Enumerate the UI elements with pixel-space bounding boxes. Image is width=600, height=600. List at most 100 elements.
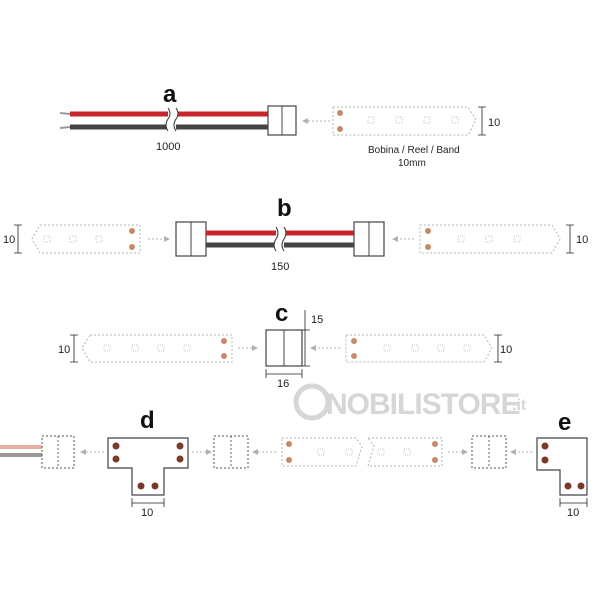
row-b: b 10 150 10 [3, 195, 588, 273]
dim-d-width-line [131, 498, 165, 507]
dim-d-width: 10 [141, 507, 153, 519]
dim-b-right-strip-width: 10 [576, 234, 588, 246]
led-d-4 [403, 448, 411, 456]
arrow-b-right-head [392, 236, 398, 242]
arrow-c-left-head [252, 345, 258, 351]
arrow-b-left-head [164, 236, 170, 242]
label-c: c [275, 300, 288, 327]
pad-c-r1 [351, 338, 357, 344]
arrow-d4-head [462, 449, 468, 455]
led-d-1 [317, 448, 325, 456]
break-mark-b [273, 226, 287, 252]
dim-e-width: 10 [567, 507, 579, 519]
pad-c-l2 [221, 353, 227, 359]
led-d-3 [377, 448, 385, 456]
caption-reel-line1: Bobina / Reel / Band [368, 145, 460, 156]
dim-b-cable-length: 150 [271, 261, 289, 273]
dim-e-width-line [559, 498, 588, 507]
pad-a-2 [337, 126, 343, 132]
dim-c-height: 15 [311, 314, 323, 326]
led-c-r3 [437, 344, 445, 352]
led-b-l3 [95, 235, 103, 243]
dim-b-left-strip-width: 10 [3, 234, 15, 246]
dim-c-width-line [265, 369, 303, 378]
led-b-r1 [457, 235, 465, 243]
pad-c-l1 [221, 338, 227, 344]
watermark-logo-icon [293, 383, 331, 421]
strip-b-right [419, 224, 561, 254]
led-b-r3 [513, 235, 521, 243]
watermark-suffix: .it [512, 397, 527, 414]
connector-l [536, 437, 588, 496]
dim-c-right-line [494, 334, 502, 363]
pad-d-2 [286, 457, 292, 463]
wire-tips-a [59, 112, 71, 129]
pad-b-r2 [425, 244, 431, 250]
strip-c-right [345, 334, 493, 363]
pad-d-3 [432, 441, 438, 447]
pad-a-1 [337, 110, 343, 116]
connector-t [107, 437, 189, 496]
dim-c-height-line [302, 310, 310, 367]
led-a-3 [423, 116, 431, 124]
caption-reel-line2: 10mm [398, 158, 426, 169]
dim-c-left-strip-width: 10 [58, 344, 70, 356]
arrow-c-right-head [310, 345, 316, 351]
strip-d-left [281, 437, 363, 467]
pad-l-3 [564, 482, 572, 490]
led-c-l3 [157, 344, 165, 352]
dim-c-width: 16 [277, 378, 289, 390]
arrow-d3-head [252, 449, 258, 455]
dim-c-left-line [70, 334, 78, 363]
pad-d-1 [286, 441, 292, 447]
dim-b-left-line [14, 224, 22, 254]
led-c-l2 [131, 344, 139, 352]
led-a-4 [451, 116, 459, 124]
strip-d-right [367, 437, 443, 467]
led-c-r2 [411, 344, 419, 352]
led-c-r4 [463, 344, 471, 352]
led-b-r2 [485, 235, 493, 243]
pad-t-5 [137, 482, 145, 490]
label-d: d [140, 407, 155, 434]
strip-reel-a [332, 106, 477, 136]
pad-t-2 [112, 455, 120, 463]
row-a: a 1000 10 Bobina / Reel / Band 10mm [59, 81, 500, 169]
dim-a-strip-line [478, 106, 486, 136]
dim-c-right-strip-width: 10 [500, 344, 512, 356]
pad-d-4 [432, 457, 438, 463]
pad-l-1 [541, 442, 549, 450]
led-a-1 [367, 116, 375, 124]
pad-t-6 [151, 482, 159, 490]
strip-c-left [81, 334, 233, 363]
pad-t-1 [112, 442, 120, 450]
dim-a-cable-length: 1000 [156, 141, 180, 153]
break-mark-a [165, 107, 179, 132]
strip-b-left [31, 224, 141, 254]
arrow-d2-head [206, 449, 212, 455]
label-e: e [558, 409, 571, 436]
led-c-l4 [183, 344, 191, 352]
led-b-l1 [43, 235, 51, 243]
dim-a-strip-width: 10 [488, 117, 500, 129]
led-b-l2 [69, 235, 77, 243]
label-a: a [163, 81, 177, 108]
arrow-d1-head [80, 449, 86, 455]
pad-l-2 [541, 456, 549, 464]
label-b: b [277, 195, 292, 222]
watermark-brand: NOBILISTORE [326, 388, 519, 421]
watermark: NOBILISTORE .it [293, 383, 527, 421]
arrow-a-head [302, 118, 308, 124]
led-c-r1 [383, 344, 391, 352]
pad-t-4 [176, 455, 184, 463]
row-d-e: d e 10 [0, 407, 588, 519]
pad-b-r1 [425, 228, 431, 234]
row-c: c 10 15 16 10 [58, 300, 512, 390]
pad-b-l2 [129, 244, 135, 250]
led-d-2 [345, 448, 353, 456]
led-c-l1 [103, 344, 111, 352]
pad-l-4 [577, 482, 585, 490]
pad-b-l1 [129, 228, 135, 234]
pad-c-r2 [351, 353, 357, 359]
